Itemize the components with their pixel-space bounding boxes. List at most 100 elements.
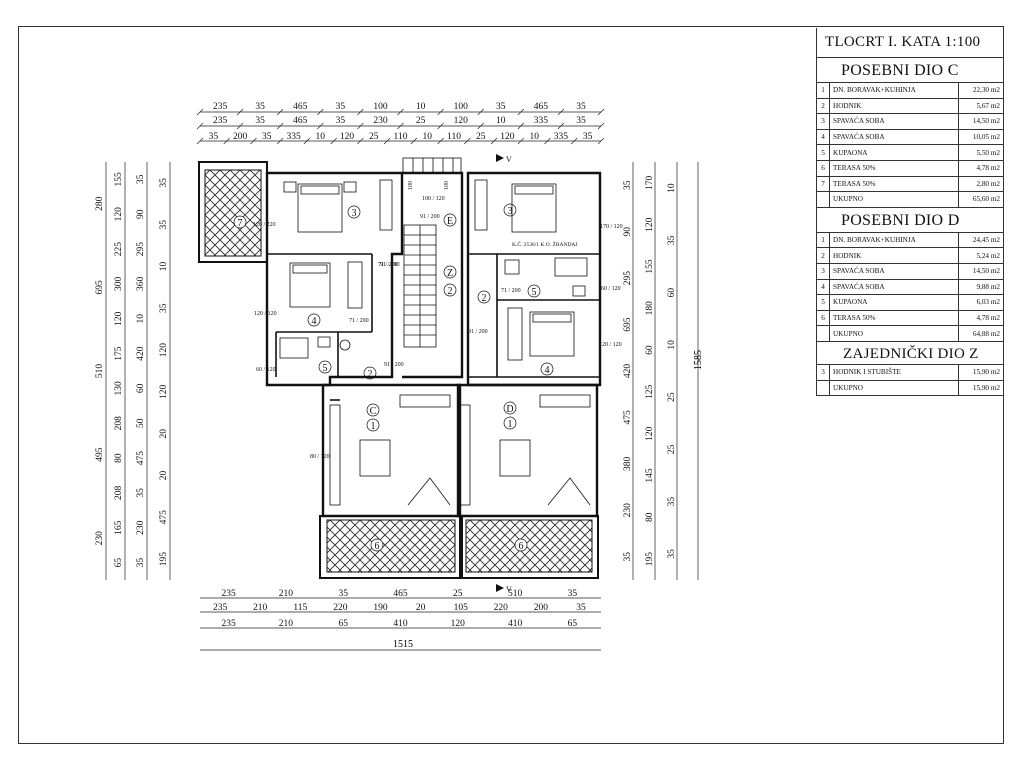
legend-row-name: HODNIK xyxy=(829,97,959,115)
right-dim-value: 170 xyxy=(645,176,655,191)
left-dim-value: 695 xyxy=(95,280,105,295)
left-dim-value: 10 xyxy=(159,262,169,272)
right-dim-value: 25 xyxy=(667,392,677,402)
room-labels: 3 4 5 2 C 1 6 7 3 4 5 2 D 1 xyxy=(233,203,554,552)
bottom-dim-value: 190 xyxy=(373,603,388,613)
right-dim-value: 35 xyxy=(623,180,633,190)
top-dim-value: 200 xyxy=(233,132,248,142)
dimension-tick xyxy=(490,137,498,145)
right-dim-value: 120 xyxy=(645,426,655,441)
top-dim-value: 335 xyxy=(286,132,301,142)
right-dim-value: 35 xyxy=(667,549,677,559)
legend-row-name: SPAVAĆA SOBA xyxy=(829,278,959,296)
legend-row-area: 10,05 m2 xyxy=(958,128,1004,146)
bottom-dim-value: 410 xyxy=(508,619,523,629)
top-dim-value: 110 xyxy=(447,132,461,142)
right-dim-value: 475 xyxy=(623,410,633,425)
stair-top-label-3: 100 / 120 xyxy=(422,196,445,202)
legend-section-title: POSEBNI DIO D xyxy=(816,207,1004,232)
top-dim-value: 10 xyxy=(416,102,426,112)
legend-row-area: 5,50 m2 xyxy=(958,144,1004,161)
dimension-tick xyxy=(437,137,444,145)
left-dim-value: 120 xyxy=(159,385,169,400)
legend-row-area: 2,80 m2 xyxy=(958,175,1004,193)
left-dim-value: 10 xyxy=(136,314,146,324)
legend-row-name: KUPAONA xyxy=(829,144,959,161)
legend-row-number: 1 xyxy=(816,82,830,99)
dimension-tick xyxy=(317,108,324,116)
top-dim-value: 465 xyxy=(293,102,308,112)
bottom-dim-value: 25 xyxy=(453,589,463,599)
bottom-dim-value: 465 xyxy=(393,589,408,599)
left-dim-value: 280 xyxy=(95,196,105,211)
room-d5-label: 5 xyxy=(532,287,537,298)
bottom-dim-value: 235 xyxy=(221,619,236,629)
legend-row-area: 22,30 m2 xyxy=(958,82,1004,99)
left-dim-value: 20 xyxy=(159,471,169,481)
top-dim-value: 110 xyxy=(394,132,408,142)
legend-row-name: SPAVAĆA SOBA xyxy=(829,113,959,130)
d4-window-label: 120 / 120 xyxy=(599,342,622,348)
left-dim-value: 165 xyxy=(114,520,124,535)
room-d2-label: 2 xyxy=(482,293,487,304)
unit-z-label: Z xyxy=(447,268,453,279)
legend-row-number: 3 xyxy=(816,363,830,381)
top-dim-value: 35 xyxy=(255,116,265,126)
d5-door-label: 71 / 200 xyxy=(501,288,521,294)
dimension-tick xyxy=(276,137,284,145)
room-d3-label: 3 xyxy=(508,206,513,217)
legend-row-area: 4,78 m2 xyxy=(958,159,1004,177)
dimension-tick xyxy=(196,122,204,130)
legend-row-number: 4 xyxy=(816,278,830,296)
legend-row-area: 64,88 m2 xyxy=(958,325,1004,342)
d3-window-label: 170 / 120 xyxy=(600,224,623,230)
left-dim-value: 300 xyxy=(114,277,124,292)
dimension-tick xyxy=(597,122,605,130)
left-dim-value: 475 xyxy=(136,451,146,466)
e-door-label: 91 / 200 xyxy=(420,214,440,220)
right-dim-value: 420 xyxy=(623,364,633,379)
top-dim-value: 35 xyxy=(262,132,272,142)
left-dim-value: 120 xyxy=(159,343,169,358)
legend-row-number: 5 xyxy=(816,144,830,161)
top-dim-value: 10 xyxy=(496,116,506,126)
z-door-label: 91 / 200 xyxy=(468,329,488,335)
legend-row-number: 6 xyxy=(816,159,830,177)
left-dim-value: 360 xyxy=(136,277,146,292)
top-dim-value: 10 xyxy=(316,132,326,142)
dimension-tick xyxy=(196,108,204,116)
top-dim-value: 230 xyxy=(373,116,388,126)
staircase xyxy=(402,157,462,348)
left-dim-value: 230 xyxy=(95,531,105,546)
left-dim-value: 35 xyxy=(136,488,146,498)
unit-c-label: C xyxy=(370,406,377,417)
left-dim-value: 155 xyxy=(114,172,124,187)
top-dim-value: 35 xyxy=(576,116,586,126)
bottom-dim-value: 510 xyxy=(508,589,523,599)
top-dim-value: 10 xyxy=(422,132,432,142)
legend-row-name: HODNIK I STUBIŠTE xyxy=(829,363,959,381)
room-c2-label: 2 xyxy=(368,369,373,380)
dimension-tick xyxy=(517,108,525,116)
right-dim-value: 155 xyxy=(645,259,655,274)
top-dim-value: 100 xyxy=(454,102,469,112)
room-c5-label: 5 xyxy=(323,363,328,374)
legend-row-name: DN. BORAVAK+KUHINJA xyxy=(829,231,959,249)
drawing-frame xyxy=(18,26,1004,744)
dimension-tick xyxy=(477,122,484,130)
left-dim-value: 130 xyxy=(114,381,124,396)
bottom-dim-value: 65 xyxy=(338,619,348,629)
legend-row-number: 5 xyxy=(816,294,830,311)
c7-window-label: 120 / 220 xyxy=(253,222,276,228)
section-markers: V V xyxy=(496,154,512,594)
left-dim-value: 510 xyxy=(95,364,105,379)
bottom-dim-value: 235 xyxy=(221,589,236,599)
